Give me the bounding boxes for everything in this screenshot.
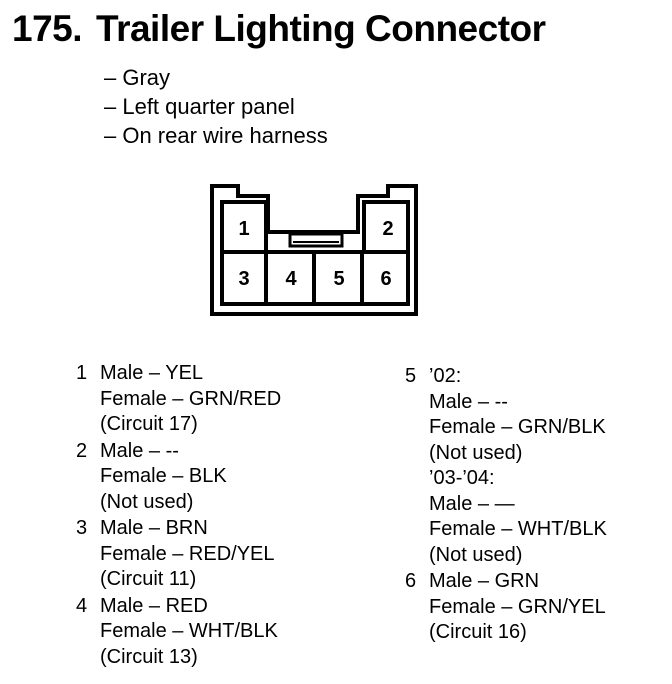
pin-label-6: 6 xyxy=(380,268,391,290)
pin-label-4: 4 xyxy=(285,268,297,290)
connector-diagram: 1 2 3 4 5 6 xyxy=(210,184,418,316)
pin-circuit: (Circuit 17) xyxy=(100,413,198,435)
pin-label-3: 3 xyxy=(238,268,249,290)
pin-number: 3 xyxy=(76,517,88,539)
pin-female-wire: Female – BLK xyxy=(100,465,227,487)
pin-entry-6: 6 Male – GRN Female – GRN/YEL (Circuit 1… xyxy=(405,569,607,646)
pin-male-wire: Male – BRN xyxy=(100,517,208,539)
pin-label-5: 5 xyxy=(333,268,344,290)
pin-number: 5 xyxy=(405,365,417,387)
pin-number: 6 xyxy=(405,570,417,592)
pin-cavity-6 xyxy=(360,250,410,306)
pin-circuit: (Not used) xyxy=(429,543,523,566)
title-text: Trailer Lighting Connector xyxy=(96,8,546,49)
pin-year-label: ’03-’04: xyxy=(429,467,495,489)
pin-circuit: (Circuit 13) xyxy=(100,645,198,668)
pin-male-wire: Male – -- xyxy=(100,439,179,462)
info-harness: – On rear wire harness xyxy=(104,123,328,148)
pin-entry-2: 2 Male – -- Female – BLK (Not used) xyxy=(76,439,281,516)
pin-number: 2 xyxy=(76,439,88,462)
pin-entry-4: 4 Male – RED Female – WHT/BLK (Circuit 1… xyxy=(76,594,281,671)
pin-entry-3: 3 Male – BRN Female – RED/YEL (Circuit 1… xyxy=(76,516,281,593)
pin-male-wire: Male – GRN xyxy=(429,570,540,592)
pin-year-label: ’02: xyxy=(429,365,462,387)
pin-male-wire: Male – RED xyxy=(100,594,208,617)
connector-housing xyxy=(210,184,418,316)
connector-info: – Gray – Left quarter panel – On rear wi… xyxy=(104,63,328,150)
page-title: 175. Trailer Lighting Connector xyxy=(12,8,546,50)
pin-entry-1: 1 Male – YEL Female – GRN/RED (Circuit 1… xyxy=(76,361,281,438)
title-number: 175. xyxy=(12,8,83,49)
pin-female-wire: Female – GRN/BLK xyxy=(429,416,606,438)
pin-male-wire: Male – -- xyxy=(429,390,508,413)
pin-circuit: (Not used) xyxy=(429,441,523,464)
pin-entry-5: 5 ’02: Male – -- Female – GRN/BLK (Not u… xyxy=(405,364,607,568)
pin-female-wire: Female – GRN/RED xyxy=(100,387,282,410)
info-color: – Gray xyxy=(104,65,171,90)
pin-circuit: (Not used) xyxy=(100,490,194,513)
pin-label-1: 1 xyxy=(238,218,249,240)
pin-female-wire: Female – WHT/BLK xyxy=(100,620,278,642)
locking-tab xyxy=(288,232,344,248)
pin-female-wire: Female – WHT/BLK xyxy=(429,518,607,540)
pin-circuit: (Circuit 11) xyxy=(100,568,197,590)
pin-circuit: (Circuit 16) xyxy=(429,621,527,643)
pin-number: 1 xyxy=(76,362,88,384)
pin-label-2: 2 xyxy=(382,218,393,240)
info-location: – Left quarter panel xyxy=(104,94,295,119)
pin-list-left: 1 Male – YEL Female – GRN/RED (Circuit 1… xyxy=(76,361,281,671)
pin-female-wire: Female – RED/YEL xyxy=(100,542,275,565)
pin-male-wire: Male – YEL xyxy=(100,362,204,384)
pin-female-wire: Female – GRN/YEL xyxy=(429,595,606,618)
pin-male-wire: Male – — xyxy=(429,492,515,515)
pin-number: 4 xyxy=(76,594,88,617)
pin-list-right: 5 ’02: Male – -- Female – GRN/BLK (Not u… xyxy=(405,364,607,647)
